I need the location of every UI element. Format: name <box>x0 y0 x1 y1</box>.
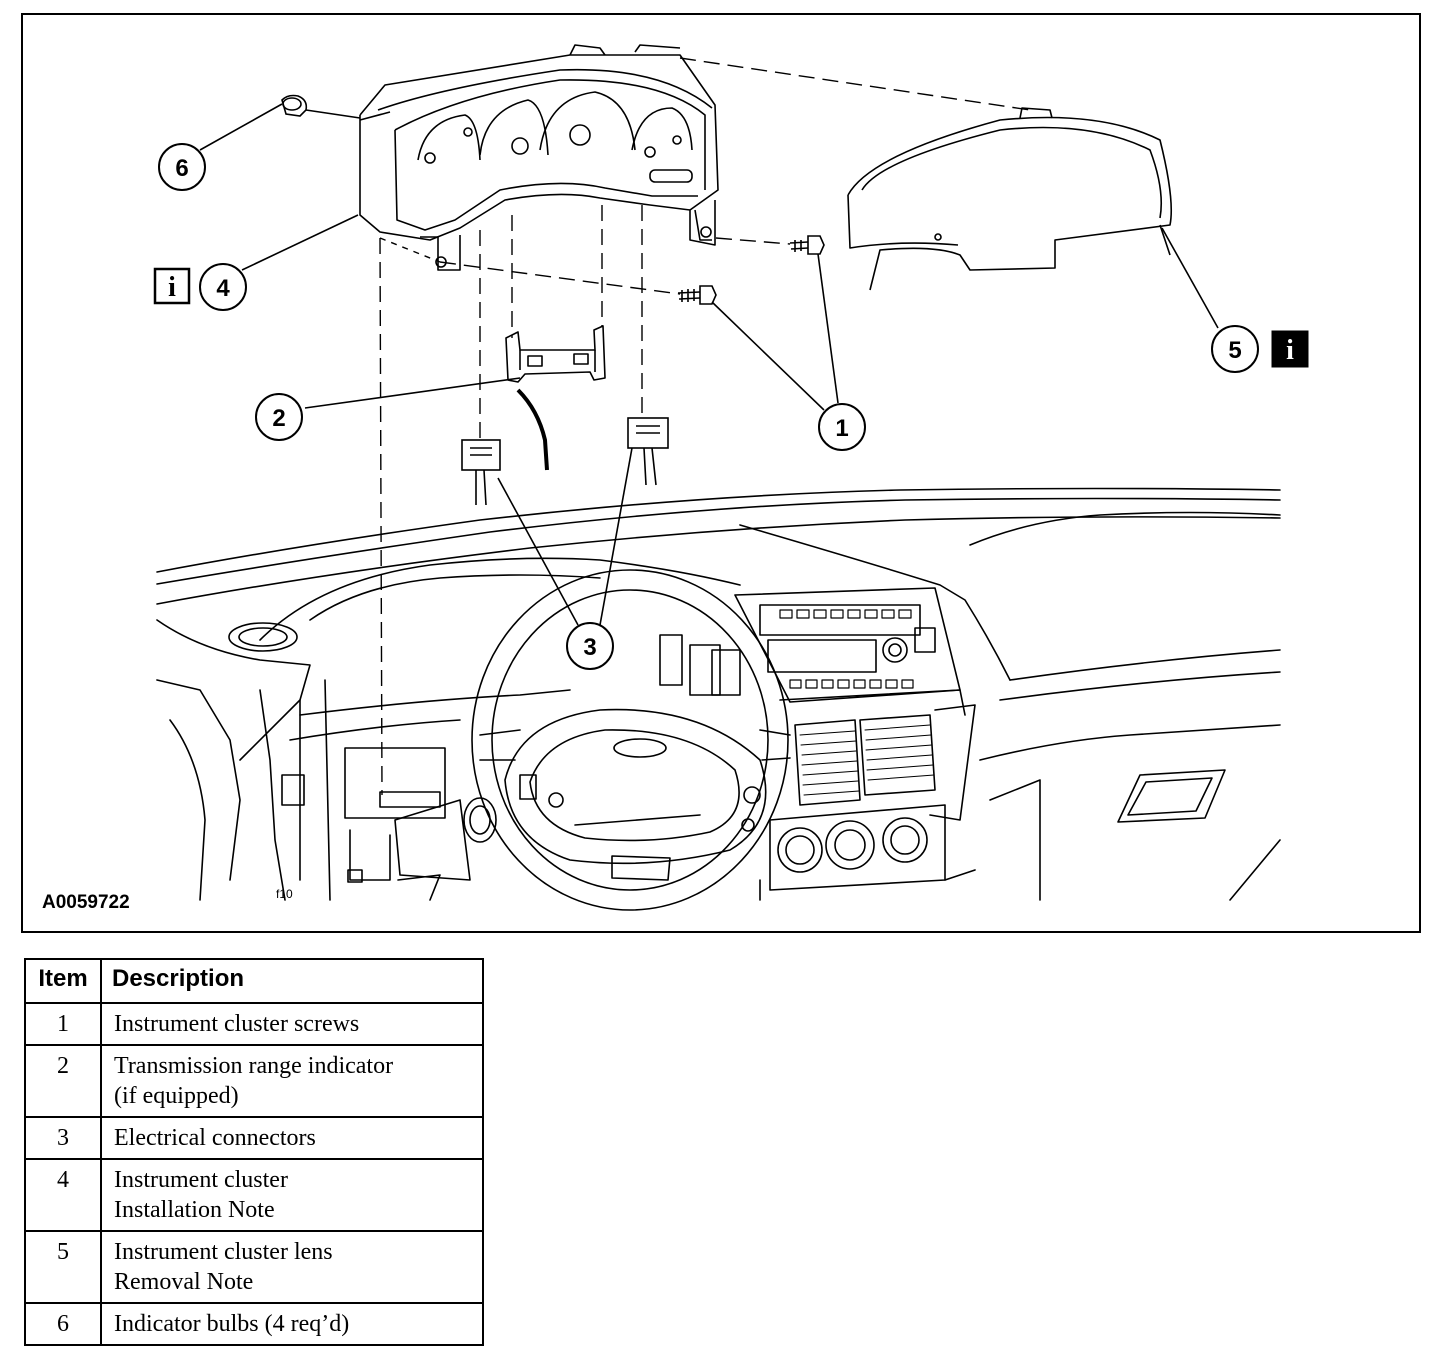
item-description: Electrical connectors <box>100 1116 484 1160</box>
svg-text:f10: f10 <box>276 887 293 901</box>
callout-3: 3 <box>566 622 614 670</box>
item-number: 6 <box>24 1302 102 1346</box>
transmission-range-indicator-drawing <box>505 325 606 471</box>
description-line: Indicator bulbs (4 req’d) <box>114 1311 350 1337</box>
table-row: 1 Instrument cluster screws <box>24 1002 484 1046</box>
diagram-frame <box>21 13 1421 933</box>
item-column-header: Item <box>24 958 102 1004</box>
alignment-lines <box>379 57 1031 796</box>
svg-text:3: 3 <box>583 634 596 661</box>
leader-lines <box>199 103 1219 626</box>
info-note-icon: i <box>1271 330 1309 368</box>
callout-5: 5 <box>1211 325 1259 373</box>
svg-text:1: 1 <box>835 415 848 442</box>
callouts: 1 2 3 4 5 6 <box>158 143 1259 670</box>
callout-1: 1 <box>818 403 866 451</box>
description-line: (if equipped) <box>114 1083 239 1109</box>
description-line: Instrument cluster screws <box>114 1011 360 1037</box>
svg-text:i: i <box>168 272 176 303</box>
item-number: 1 <box>24 1002 102 1046</box>
item-number: 2 <box>24 1044 102 1118</box>
description-line: Instrument cluster <box>114 1167 288 1193</box>
description-line: Installation Note <box>114 1197 275 1223</box>
table-row: 4 Instrument cluster Installation Note <box>24 1158 484 1232</box>
svg-text:5: 5 <box>1228 337 1241 364</box>
description-column-header: Description <box>100 958 484 1004</box>
table-row: 5 Instrument cluster lens Removal Note <box>24 1230 484 1304</box>
legend-header-row: Item Description <box>24 958 484 1004</box>
legend-table: Item Description 1 Instrument cluster sc… <box>24 958 484 1346</box>
item-description: Transmission range indicator (if equippe… <box>100 1044 484 1118</box>
svg-text:6: 6 <box>175 155 188 182</box>
svg-text:4: 4 <box>216 275 230 302</box>
table-row: 3 Electrical connectors <box>24 1116 484 1160</box>
callout-6: 6 <box>158 143 206 191</box>
item-number: 5 <box>24 1230 102 1304</box>
dashboard-drawing: f10 <box>156 487 1281 911</box>
svg-text:2: 2 <box>272 405 285 432</box>
electrical-connectors-drawing <box>461 417 669 506</box>
item-number: 3 <box>24 1116 102 1160</box>
instrument-cluster-drawing <box>359 44 719 271</box>
exploded-view-diagram: f10 <box>21 13 1421 933</box>
item-description: Indicator bulbs (4 req’d) <box>100 1302 484 1346</box>
item-description: Instrument cluster lens Removal Note <box>100 1230 484 1304</box>
figure-id: A0059722 <box>42 892 130 913</box>
info-note-icon: i <box>153 267 191 305</box>
table-row: 6 Indicator bulbs (4 req’d) <box>24 1302 484 1346</box>
indicator-bulb-drawing <box>281 94 308 117</box>
item-description: Instrument cluster Installation Note <box>100 1158 484 1232</box>
item-description: Instrument cluster screws <box>100 1002 484 1046</box>
description-line: Electrical connectors <box>114 1125 316 1151</box>
description-line: Removal Note <box>114 1269 254 1295</box>
callout-2: 2 <box>255 393 303 441</box>
svg-text:i: i <box>1286 335 1294 366</box>
screws-drawing <box>677 235 825 305</box>
callout-4: 4 <box>199 263 247 311</box>
item-number: 4 <box>24 1158 102 1232</box>
cluster-lens-drawing <box>847 107 1172 291</box>
table-row: 2 Transmission range indicator (if equip… <box>24 1044 484 1118</box>
description-line: Instrument cluster lens <box>114 1239 333 1265</box>
description-line: Transmission range indicator <box>114 1053 394 1079</box>
